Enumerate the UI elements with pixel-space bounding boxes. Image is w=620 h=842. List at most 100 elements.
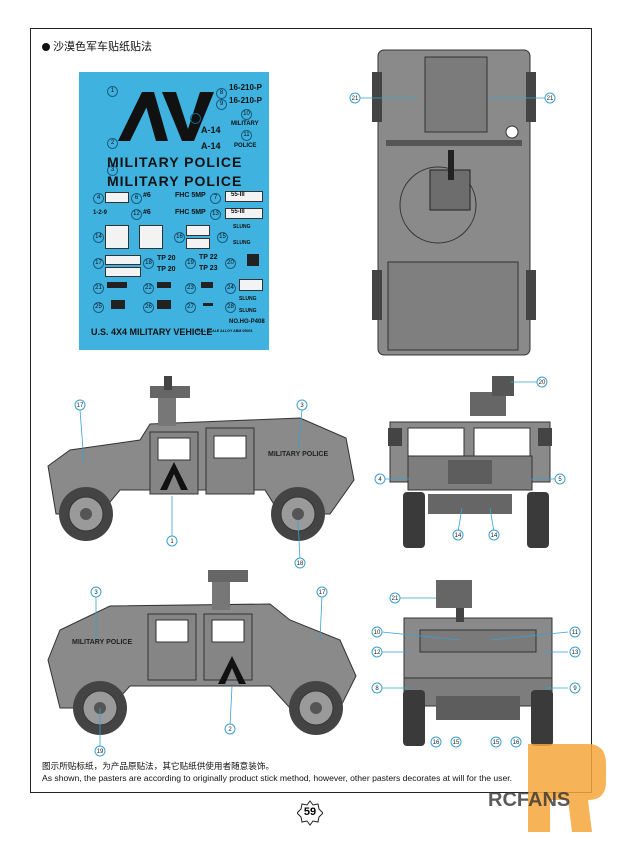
callout: 8 <box>371 682 383 694</box>
decal-dark <box>107 282 127 288</box>
svg-text:15: 15 <box>453 740 460 746</box>
vehicle-mp-label: MILITARY POLICE <box>72 639 132 646</box>
decal-a14: A-14 <box>201 141 221 151</box>
callout: 17 <box>74 399 86 411</box>
svg-text:4: 4 <box>378 477 382 483</box>
callout: 21 <box>544 92 556 104</box>
decal-number: 2 <box>107 138 118 149</box>
decal-fhc: FHC 5MP <box>175 192 206 199</box>
callout: 14 <box>452 529 464 541</box>
decal-number: 7 <box>210 193 221 204</box>
decal-military: MILITARY <box>231 121 259 127</box>
callout: 2 <box>224 723 236 735</box>
decal-number: 24 <box>225 283 236 294</box>
decal-police: POLICE <box>234 143 257 149</box>
svg-text:15: 15 <box>493 740 500 746</box>
decal-mp: MILITARY POLICE <box>107 173 243 189</box>
svg-text:9: 9 <box>573 686 577 692</box>
decal-12: 1-2-9 <box>93 210 108 216</box>
callout: 20 <box>536 376 548 388</box>
decal-number: 25 <box>93 302 104 313</box>
decal-number: 26 <box>143 302 154 313</box>
decal-number: 15 <box>217 232 228 243</box>
callout: 3 <box>90 586 102 598</box>
decal-number: 22 <box>143 283 154 294</box>
svg-text:14: 14 <box>455 533 462 539</box>
decal-sheet: 1 2 8 16-210-P 9 16-210-P 10 MILITARY 11… <box>79 72 269 350</box>
decal-dark <box>111 300 125 309</box>
note-en: As shown, the pasters are according to o… <box>42 773 513 783</box>
decal-n6: #6 <box>143 192 151 199</box>
page-frame <box>30 28 592 793</box>
decal-plate <box>105 267 141 277</box>
decal-fhc: FHC 5MP <box>175 209 206 216</box>
decal-plate <box>105 192 129 203</box>
decal-slung: SLUNG <box>239 296 257 302</box>
svg-text:5: 5 <box>558 477 562 483</box>
callout: 10 <box>371 626 383 638</box>
callout: 4 <box>374 473 386 485</box>
decal-dark <box>157 300 171 309</box>
svg-text:17: 17 <box>77 403 84 409</box>
svg-text:21: 21 <box>352 96 359 102</box>
bullet-icon <box>42 43 50 51</box>
callout: 15 <box>490 736 502 748</box>
svg-text:10: 10 <box>374 630 381 636</box>
svg-text:13: 13 <box>572 650 579 656</box>
decal-footer-small: FULL SCALE ALLOY ABM 05003 <box>197 329 253 333</box>
decal-number: 28 <box>225 302 236 313</box>
decal-dark <box>203 303 213 306</box>
decal-tp22: TP 22 <box>199 254 218 261</box>
svg-text:19: 19 <box>97 749 104 755</box>
decal-dark <box>157 282 171 288</box>
rear-view <box>403 580 553 746</box>
decal-number: 9 <box>216 99 227 110</box>
decal-slung: SLUNG <box>233 224 251 230</box>
decal-panel <box>105 225 129 249</box>
page-number-text: 59 <box>303 806 317 818</box>
page-number: 59 <box>296 800 324 826</box>
svg-text:14: 14 <box>491 533 498 539</box>
svg-text:17: 17 <box>319 590 326 596</box>
decal-code: 16-210-P <box>229 83 262 92</box>
svg-text:2: 2 <box>228 727 232 733</box>
svg-text:1: 1 <box>170 539 174 545</box>
side-view-1 <box>47 376 355 542</box>
decal-slung: SLUNG <box>239 308 257 314</box>
decal-part-no: NO.HG-P408 <box>229 319 265 325</box>
decal-number: 21 <box>93 283 104 294</box>
page-badge-icon <box>296 800 324 826</box>
decal-mp: MILITARY POLICE <box>107 154 243 170</box>
svg-text:16: 16 <box>513 740 520 746</box>
decal-number: 6 <box>131 193 142 204</box>
decal-number: 10 <box>241 109 252 120</box>
callout: 14 <box>488 529 500 541</box>
callout: 21 <box>389 592 401 604</box>
decal-a14: A-14 <box>201 125 221 135</box>
page-heading: 沙漠色军车贴纸贴法 <box>42 38 152 54</box>
svg-text:21: 21 <box>392 596 399 602</box>
callout: 15 <box>450 736 462 748</box>
decal-number: 19 <box>185 258 196 269</box>
callout: 11 <box>569 626 581 638</box>
side-view-2 <box>47 570 357 736</box>
decal-dark <box>247 254 259 266</box>
callout: 5 <box>554 473 566 485</box>
svg-text:3: 3 <box>300 403 304 409</box>
decal-tp20: TP 20 <box>157 255 176 262</box>
decal-plate <box>239 279 263 291</box>
callout: 3 <box>296 399 308 411</box>
callout: 12 <box>371 646 383 658</box>
decal-slung: SLUNG <box>233 240 251 246</box>
svg-text:11: 11 <box>572 630 579 636</box>
vehicle-mp-label: MILITARY POLICE <box>268 451 328 458</box>
callout: 16 <box>430 736 442 748</box>
svg-text:18: 18 <box>297 561 304 567</box>
decal-number: 12 <box>131 209 142 220</box>
decal-number: 8 <box>190 113 201 124</box>
decal-number: 16 <box>174 232 185 243</box>
decal-tp20: TP 20 <box>157 266 176 273</box>
decal-code: 16-210-P <box>229 96 262 105</box>
decal-number: 13 <box>210 209 221 220</box>
decal-number: 4 <box>93 193 104 204</box>
